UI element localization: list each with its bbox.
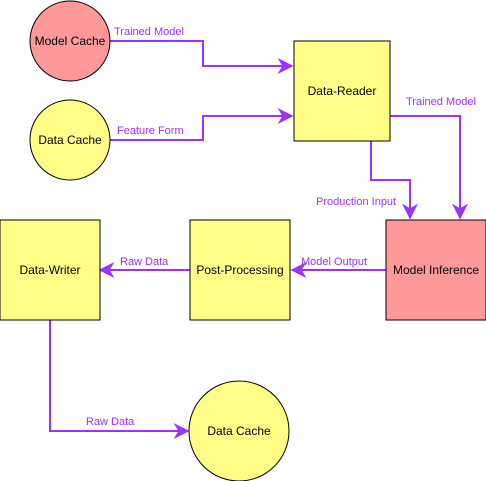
data-writer-shape	[0, 219, 101, 321]
edge-model-cache-to-reader	[110, 40, 294, 74]
node-model-cache[interactable]: Model Cache	[29, 0, 111, 82]
edge-label-feature-form: Feature Form	[117, 125, 184, 137]
data-reader-label: Data-Reader	[308, 84, 377, 98]
edge-labels: Trained Model Feature Form Trained Model…	[86, 26, 476, 428]
model-cache-shape	[29, 0, 111, 82]
node-data-writer[interactable]: Data-Writer	[0, 219, 101, 321]
data-cache-output-label: Data Cache	[207, 424, 271, 438]
edge-reader-to-inference-input	[370, 141, 418, 220]
edge-label-raw-data-1: Raw Data	[120, 256, 169, 268]
node-data-reader[interactable]: Data-Reader	[293, 40, 391, 142]
model-inference-shape	[385, 219, 486, 321]
edge-data-cache-to-reader	[110, 108, 294, 141]
post-processing-label: Post-Processing	[196, 263, 283, 277]
node-model-inference[interactable]: Model Inference	[385, 219, 486, 321]
model-inference-label: Model Inference	[393, 263, 479, 277]
model-cache-label: Model Cache	[35, 34, 106, 48]
edge-label-trained-model-2: Trained Model	[406, 96, 476, 108]
node-post-processing[interactable]: Post-Processing	[189, 219, 291, 321]
data-reader-shape	[293, 40, 391, 142]
edge-writer-to-cache	[49, 320, 190, 439]
post-processing-shape	[189, 219, 291, 321]
data-cache-input-shape	[29, 99, 111, 181]
edge-label-production-input: Production Input	[316, 196, 396, 208]
data-cache-input-label: Data Cache	[38, 133, 102, 147]
edge-reader-to-inference-model	[390, 115, 468, 220]
edges	[49, 40, 468, 439]
node-data-cache-input[interactable]: Data Cache	[29, 99, 111, 181]
edge-label-trained-model-1: Trained Model	[114, 26, 184, 38]
data-cache-output-shape	[188, 380, 290, 481]
node-data-cache-output[interactable]: Data Cache	[188, 380, 290, 481]
data-writer-label: Data-Writer	[19, 263, 80, 277]
edge-label-raw-data-2: Raw Data	[86, 416, 135, 428]
edge-label-model-output: Model Output	[301, 256, 367, 268]
